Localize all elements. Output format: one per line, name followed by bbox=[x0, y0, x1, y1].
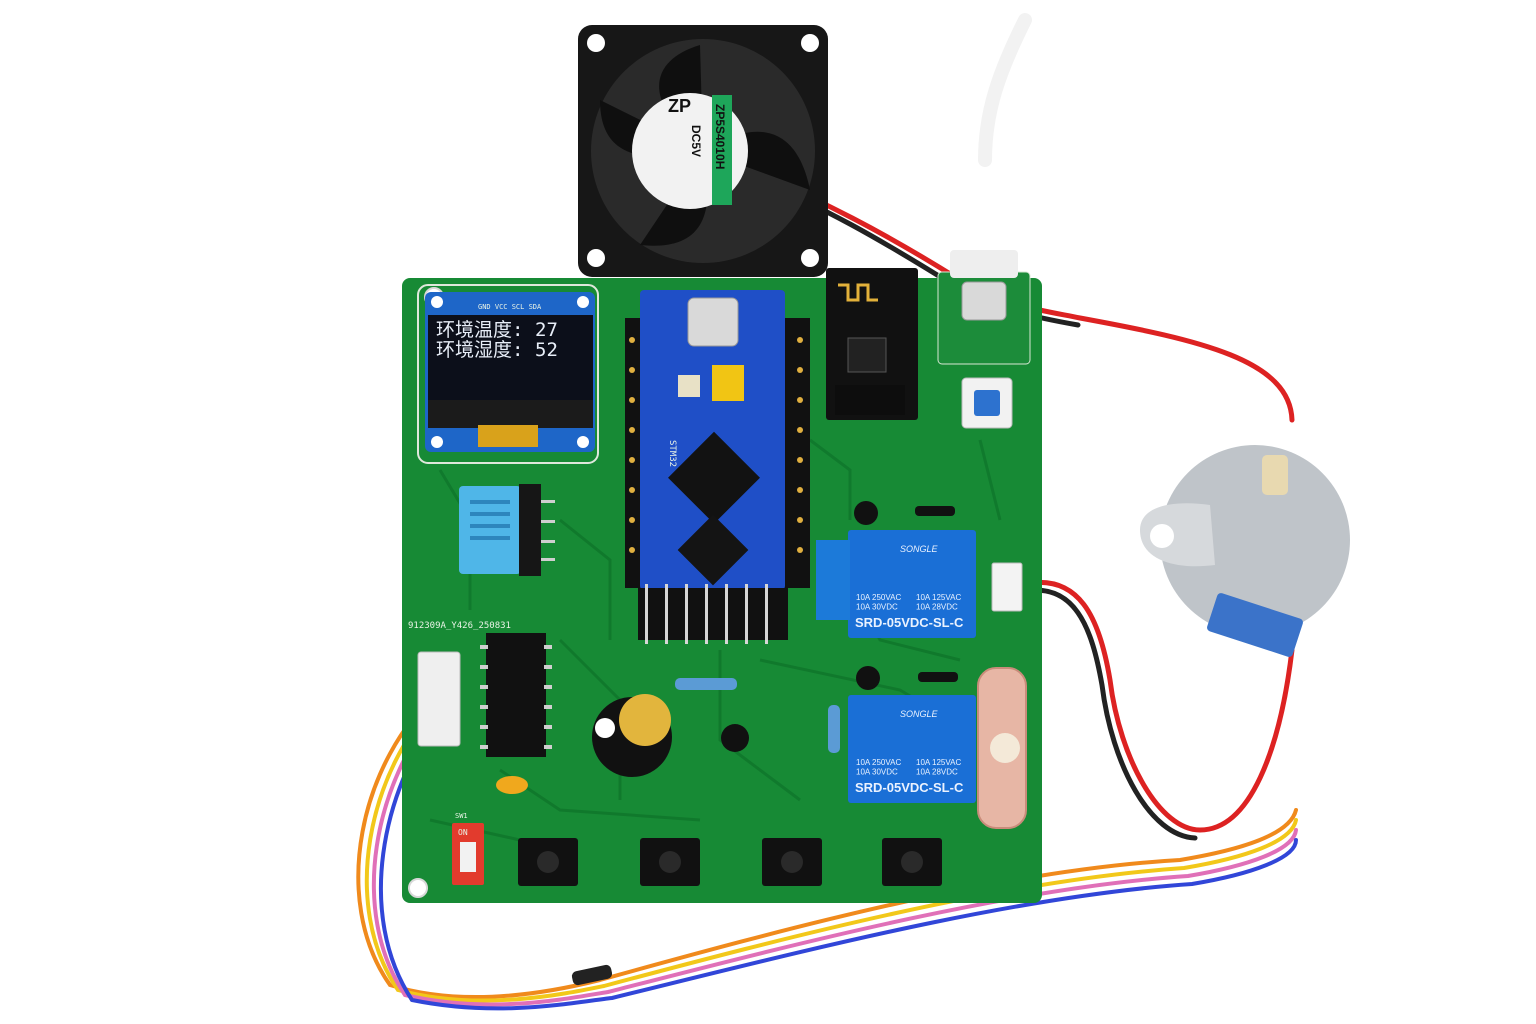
mcu-chip bbox=[668, 431, 760, 524]
oled-screen bbox=[428, 315, 593, 400]
relay-1-brand: SONGLE bbox=[900, 544, 939, 554]
discrete-parts bbox=[675, 501, 958, 753]
ribbon-connector bbox=[417, 651, 461, 747]
capacitor bbox=[496, 776, 528, 794]
mcu-board: STM32 bbox=[625, 290, 810, 644]
oled-line1-value: 27 bbox=[535, 319, 558, 341]
motor-connector bbox=[991, 562, 1023, 612]
usb-cable bbox=[978, 13, 1032, 167]
light-sensor-module bbox=[977, 667, 1027, 829]
dip-switch-label: ON bbox=[458, 828, 468, 837]
push-button-4[interactable] bbox=[882, 838, 942, 886]
wifi-module bbox=[826, 268, 918, 420]
oled-module: GND VCC SCL SDA 环境温度: 27 环境湿度: 52 bbox=[417, 284, 599, 464]
relay-1-model: SRD-05VDC-SL-C bbox=[855, 615, 964, 630]
usb-c-port bbox=[687, 297, 739, 347]
motor-wire-black bbox=[1017, 587, 1198, 841]
ribbon-sleeve bbox=[571, 964, 613, 986]
oled-line2-label: 环境湿度: bbox=[436, 339, 523, 361]
relay-2-model: SRD-05VDC-SL-C bbox=[855, 780, 964, 795]
dip-switch[interactable]: ON SW1 bbox=[452, 812, 484, 885]
push-button-3[interactable] bbox=[762, 838, 822, 886]
humidity-sensor bbox=[459, 484, 555, 576]
header-pins bbox=[629, 337, 803, 553]
reset-button[interactable] bbox=[961, 377, 1013, 429]
ribbon-yellow bbox=[364, 696, 1298, 1003]
fan-rating: DC5V bbox=[689, 125, 703, 157]
push-button-2[interactable] bbox=[640, 838, 700, 886]
oled-line1-label: 环境温度: bbox=[436, 319, 523, 341]
ribbon-orange bbox=[356, 688, 1298, 1000]
oled-line2-value: 52 bbox=[535, 339, 558, 361]
fan-model: ZP5S4010H bbox=[713, 104, 727, 169]
dip-switch-ref: SW1 bbox=[455, 812, 468, 820]
ribbon-blue bbox=[378, 712, 1298, 1011]
motor-wire-red bbox=[1017, 579, 1295, 833]
oled-pin-header: GND VCC SCL SDA bbox=[478, 303, 542, 311]
board-id: 912309A_Y426_250831 bbox=[408, 621, 511, 631]
buzzer bbox=[592, 694, 672, 777]
mcu-label: STM32 bbox=[667, 440, 677, 467]
ribbon-pink bbox=[371, 704, 1298, 1007]
stepper-motor bbox=[1140, 445, 1350, 657]
push-button-1[interactable] bbox=[518, 838, 578, 886]
usb-breakout bbox=[937, 250, 1031, 365]
cooling-fan: ZP ZP5S4010H DC5V bbox=[578, 25, 828, 277]
ic-chip bbox=[480, 633, 552, 757]
fan-brand: ZP bbox=[668, 96, 691, 116]
relay-2-brand: SONGLE bbox=[900, 709, 939, 719]
